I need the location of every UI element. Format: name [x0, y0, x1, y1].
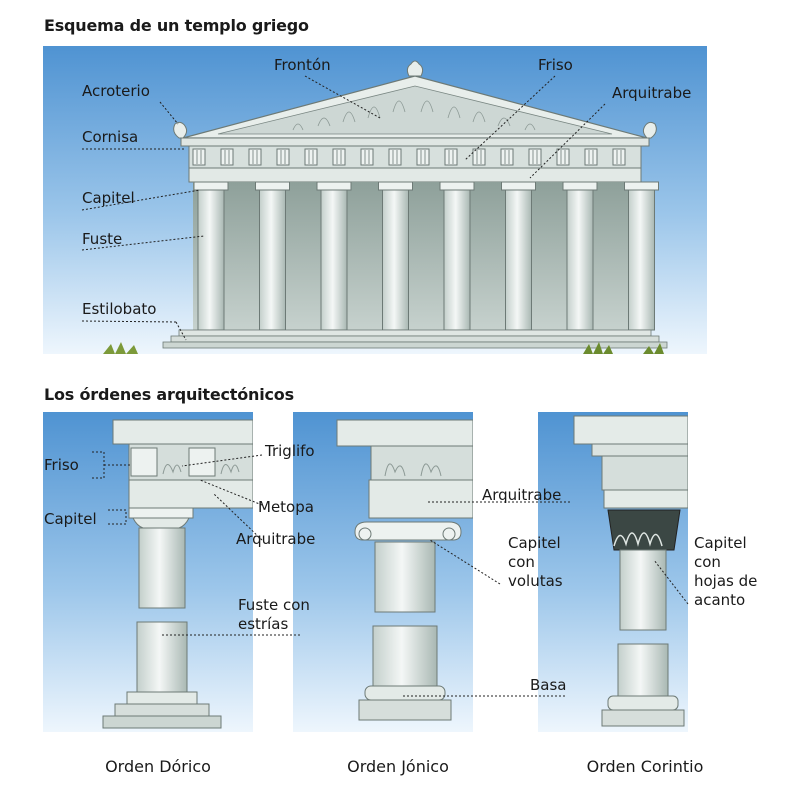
doric-label-metopa: Metopa — [258, 498, 314, 516]
doric-label-capitel: Capitel — [44, 510, 97, 528]
label-cornisa: Cornisa — [82, 128, 139, 146]
triglyph — [360, 148, 374, 166]
triglyph — [612, 148, 626, 166]
corinthian-frieze — [601, 455, 688, 491]
temple-illustration — [103, 60, 707, 354]
temple-column — [316, 181, 352, 331]
ionic-frieze-relief — [384, 463, 442, 477]
triglyph — [304, 148, 318, 166]
ionic-shaft-upper — [374, 541, 436, 613]
triglyph — [416, 148, 430, 166]
doric-label-arquitrabe: Arquitrabe — [236, 530, 316, 548]
temple-column — [624, 181, 659, 331]
ionic-panel — [293, 412, 473, 732]
label-capitel: Capitel — [82, 189, 135, 207]
doric-label-fuste: Fuste con estrías — [238, 596, 310, 633]
temple-column — [562, 181, 598, 331]
ionic-illustration — [336, 419, 473, 721]
architrave — [188, 167, 642, 183]
corinthian-plinth — [601, 709, 685, 727]
doric-triglyph-2 — [188, 447, 216, 477]
triglyph — [220, 148, 234, 166]
stylobate-step-3 — [162, 341, 668, 349]
doric-label-triglifo: Triglifo — [265, 442, 315, 460]
corinthian-label-capitel: Capitel con hojas de acanto — [694, 534, 758, 609]
pediment-tympanum — [217, 85, 613, 135]
triglyph — [332, 148, 346, 166]
ionic-cornice — [336, 419, 473, 447]
doric-architrave — [128, 479, 253, 509]
ionic-base-torus — [364, 685, 446, 701]
triglyph — [500, 148, 514, 166]
triglyph — [276, 148, 290, 166]
label-arquitrabe: Arquitrabe — [612, 84, 692, 102]
temple-columns — [193, 181, 659, 331]
doric-base-1 — [126, 691, 198, 705]
ionic-frieze — [370, 445, 473, 481]
triglyph — [248, 148, 262, 166]
doric-shaft-upper — [138, 527, 186, 609]
triglyph — [528, 148, 542, 166]
acroterion-right — [642, 121, 657, 139]
corinthian-shaft-upper — [619, 549, 667, 631]
temple-title: Esquema de un templo griego — [44, 16, 309, 35]
doric-triglyph-1 — [130, 447, 158, 477]
label-friso: Friso — [538, 56, 573, 74]
doric-cornice — [112, 419, 253, 445]
ionic-label-arquitrabe: Arquitrabe — [482, 486, 562, 504]
temple-column — [501, 181, 536, 331]
label-estilobato: Estilobato — [82, 300, 157, 318]
acroterion-left — [173, 121, 188, 139]
stylobate-step-1 — [178, 329, 652, 337]
corinthian-base — [607, 695, 679, 711]
ionic-base-plinth — [358, 699, 452, 721]
temple-column — [255, 181, 290, 331]
label-fronton: Frontón — [274, 56, 331, 74]
ionic-volutes — [354, 521, 462, 541]
ionic-caption: Orden Jónico — [347, 757, 449, 776]
doric-shaft-lower — [136, 621, 188, 693]
corinthian-dentils — [591, 443, 688, 457]
temple-column — [193, 181, 229, 331]
label-fuste: Fuste — [82, 230, 123, 248]
ionic-architrave — [368, 479, 473, 519]
corinthian-shaft-lower — [617, 643, 669, 697]
doric-caption: Orden Dórico — [105, 757, 211, 776]
temple-column — [439, 181, 475, 331]
ionic-shaft-lower — [372, 625, 438, 687]
corinthian-caption: Orden Corintio — [586, 757, 704, 776]
triglyph — [444, 148, 458, 166]
doric-abacus — [128, 507, 194, 519]
doric-base-2 — [114, 703, 210, 717]
corinthian-cornice — [573, 415, 688, 445]
triglyph — [388, 148, 402, 166]
orders-title: Los órdenes arquitectónicos — [44, 385, 294, 404]
label-acroterio: Acroterio — [82, 82, 150, 100]
triglyph — [584, 148, 598, 166]
triglyph — [556, 148, 570, 166]
triglyph — [472, 148, 486, 166]
temple-column — [378, 181, 413, 331]
corinthian-acanthus-capital — [607, 509, 681, 551]
triglyph — [192, 148, 206, 166]
corinthian-panel — [538, 412, 688, 732]
doric-echinus — [132, 517, 190, 529]
stylobate-step-2 — [170, 335, 660, 343]
doric-base-3 — [102, 715, 222, 729]
cornice — [180, 137, 650, 147]
doric-label-friso: Friso — [44, 456, 79, 474]
ionic-label-basa: Basa — [530, 676, 567, 694]
acroterion-top — [406, 60, 424, 77]
ionic-label-capitel: Capitel con volutas — [508, 534, 563, 590]
corinthian-architrave — [603, 489, 688, 509]
